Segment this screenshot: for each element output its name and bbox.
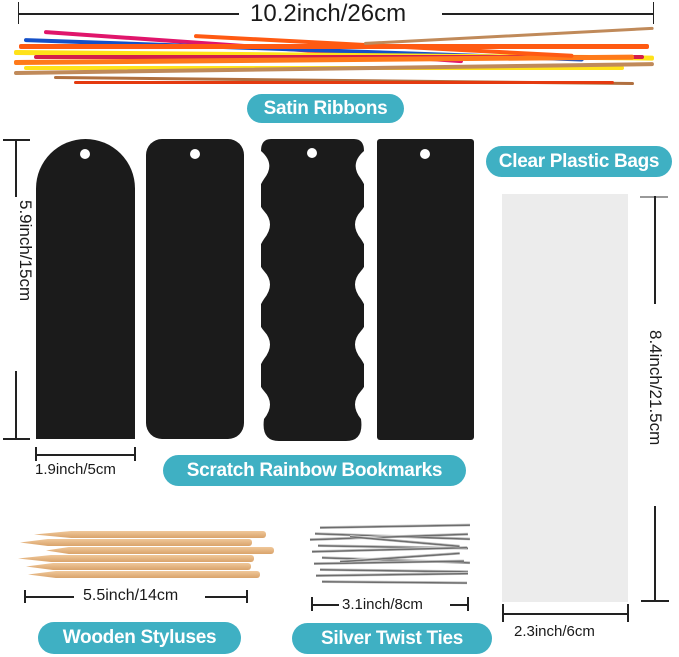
stylus-dim-line-right [205,596,247,598]
tie-dim-line-left [311,604,339,606]
bookmark-height-line-top [15,139,17,197]
plastic-bag-image [502,194,628,602]
ribbon-dim-tick-right [653,2,654,24]
stylus-dim-line-left [24,596,74,598]
bookmark-height-tick-bottom [3,438,30,440]
bag-width-line [502,613,628,615]
bookmark-width-line [35,454,135,456]
bag-height-line-bottom [654,506,656,601]
label-silver-twist-ties: Silver Twist Ties [292,623,492,654]
tie-dimension: 3.1inch/8cm [342,596,423,613]
ribbon-bundle-image [13,26,664,88]
wooden-styluses-image [16,528,274,584]
tie-dim-tick-right [467,597,469,611]
label-clear-plastic-bags: Clear Plastic Bags [486,146,672,177]
ribbon-dim-line-right [442,13,653,15]
bookmark-height-dimension: 5.9inch/15cm [16,200,35,302]
bookmark-hole [190,149,200,159]
ribbon-dimension: 10.2inch/26cm [250,0,407,27]
bag-height-dimension: 8.4inch/21.5cm [646,330,665,446]
bookmark-hole [80,149,90,159]
bag-width-dimension: 2.3inch/6cm [514,623,595,640]
bookmark-arched [36,139,135,439]
bookmark-height-tick-top [3,139,30,141]
bookmark-width-dimension: 1.9inch/5cm [35,461,116,478]
bag-height-line-top [654,196,656,304]
bookmark-scalloped [258,139,367,441]
label-satin-ribbons: Satin Ribbons [247,94,404,123]
label-wooden-styluses: Wooden Styluses [38,622,241,654]
bookmark-hole [420,149,430,159]
bookmark-height-line-bottom [15,371,17,439]
ribbon-dim-tick-left [18,2,19,24]
twist-ties-image [309,520,475,592]
bag-width-tick-right [627,604,629,622]
bookmark-rectangle [377,139,474,440]
stylus-dim-tick-right [246,590,248,603]
stylus-dimension: 5.5inch/14cm [83,587,179,604]
bookmark-width-tick-right [134,447,136,461]
tie-dim-line-right [450,604,468,606]
bookmark-rounded [146,139,244,439]
ribbon-dim-line-left [19,13,239,15]
label-scratch-rainbow-bookmarks: Scratch Rainbow Bookmarks [163,455,466,486]
bag-height-tick-bottom [641,600,669,602]
